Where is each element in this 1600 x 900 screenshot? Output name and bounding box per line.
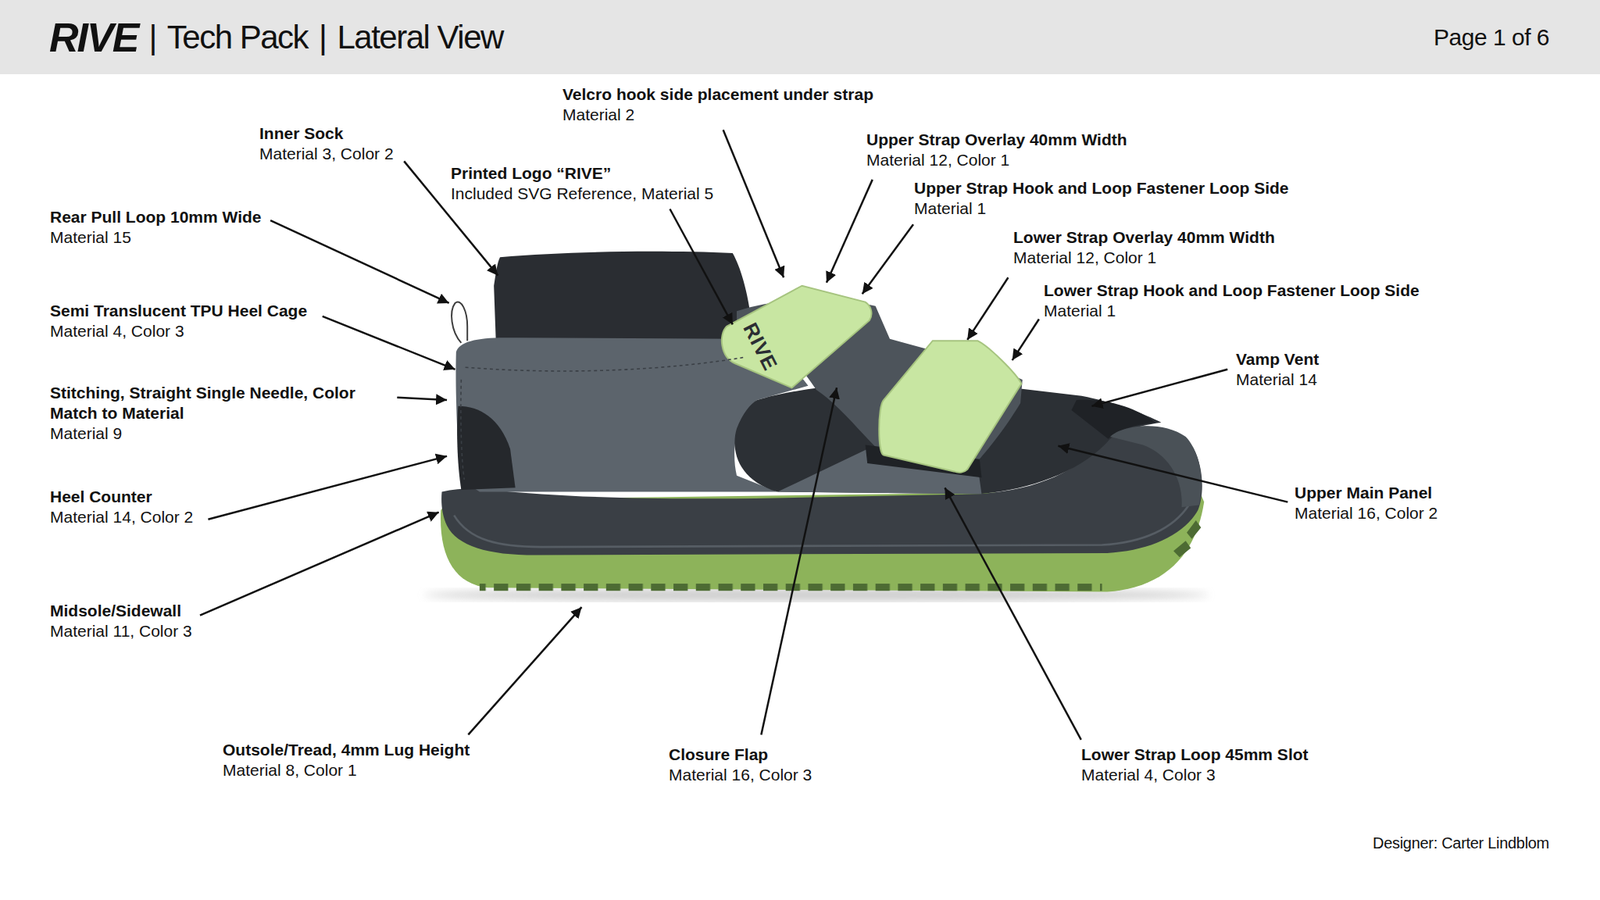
brand-title: RIVE [49, 14, 138, 61]
callout: Midsole/SidewallMaterial 11, Color 3 [50, 600, 193, 642]
part-name: Closure Flap [668, 744, 812, 765]
leader-line [1057, 446, 1288, 503]
heel-counter [457, 406, 515, 490]
inner-sock [493, 251, 750, 343]
part-name: Midsole/Sidewall [50, 600, 193, 622]
callout: Closure FlapMaterial 16, Color 3 [668, 744, 812, 786]
material-spec: Material 1 [914, 198, 1290, 219]
leader-line [207, 456, 447, 520]
leader-line [396, 397, 447, 400]
leader-line [826, 179, 873, 283]
material-spec: Material 14 [1235, 369, 1319, 390]
part-name: Outsole/Tread, 4mm Lug Height [222, 739, 470, 761]
callout: Lower Strap Hook and Loop Fastener Loop … [1043, 280, 1420, 322]
callout: Vamp VentMaterial 14 [1235, 349, 1319, 390]
upper-strap [721, 285, 872, 389]
leader-line [760, 387, 837, 735]
leader-line [944, 487, 1081, 740]
material-spec: Material 16, Color 3 [668, 764, 812, 786]
callout: Lower Strap Loop 45mm SlotMaterial 4, Co… [1081, 744, 1309, 786]
part-name: Lower Strap Overlay 40mm Width [1013, 227, 1275, 248]
separator: | [318, 18, 326, 57]
toe-bumper [1110, 425, 1202, 508]
leader-line [669, 208, 733, 325]
leader-line [862, 224, 914, 294]
material-spec: Material 4, Color 3 [50, 321, 308, 342]
midsole-edge [453, 505, 1189, 548]
doc-type: Tech Pack [167, 18, 308, 57]
material-spec: Material 3, Color 2 [259, 143, 394, 165]
material-spec: Material 12, Color 1 [866, 150, 1128, 171]
material-spec: Material 16, Color 2 [1294, 503, 1438, 524]
callout: Velcro hook side placement under strapMa… [562, 84, 874, 125]
view-name: Lateral View [336, 18, 503, 57]
stitching [460, 379, 465, 480]
part-name: Upper Strap Overlay 40mm Width [866, 129, 1128, 150]
page-number: Page 1 of 6 [1433, 0, 1550, 75]
pull-loop [451, 301, 468, 343]
material-spec: Material 12, Color 1 [1013, 247, 1275, 268]
callout: Lower Strap Overlay 40mm WidthMaterial 1… [1013, 227, 1275, 268]
part-name: Lower Strap Loop 45mm Slot [1081, 744, 1309, 765]
part-name: Rear Pull Loop 10mm Wide [50, 207, 262, 228]
part-name: Upper Strap Hook and Loop Fastener Loop … [914, 178, 1290, 199]
leader-line [270, 220, 450, 304]
part-name: Heel Counter [50, 486, 193, 508]
part-name: Inner Sock [259, 123, 394, 144]
leader-line [467, 607, 582, 735]
part-name: Printed Logo “RIVE” [450, 163, 714, 184]
callout: Outsole/Tread, 4mm Lug HeightMaterial 8,… [222, 739, 470, 781]
material-spec: Material 4, Color 3 [1081, 764, 1309, 786]
material-spec: Material 8, Color 1 [222, 760, 470, 781]
designer-credit: Designer: Carter Lindblom [1372, 834, 1550, 853]
material-spec: Material 11, Color 3 [50, 621, 193, 642]
part-name: Velcro hook side placement under strap [562, 84, 874, 105]
material-spec: Material 2 [562, 104, 874, 125]
part-name: Upper Main Panel [1294, 482, 1438, 504]
material-spec: Material 1 [1043, 300, 1420, 322]
leader-line [322, 316, 456, 370]
callout: Stitching, Straight Single Needle, Color… [50, 382, 394, 444]
lower-strap [878, 340, 1022, 473]
callout: Upper Strap Overlay 40mm WidthMaterial 1… [866, 129, 1128, 171]
callout: Heel CounterMaterial 14, Color 2 [50, 486, 193, 528]
part-name: Semi Translucent TPU Heel Cage [50, 300, 308, 322]
callout: Semi Translucent TPU Heel CageMaterial 4… [50, 300, 308, 342]
stitching [465, 357, 746, 372]
material-spec: Material 9 [50, 423, 394, 444]
part-name: Vamp Vent [1235, 349, 1319, 370]
leader-line [1092, 369, 1229, 407]
callout: Upper Main PanelMaterial 16, Color 2 [1294, 482, 1438, 524]
material-spec: Material 14, Color 2 [50, 507, 193, 528]
callout: Printed Logo “RIVE”Included SVG Referenc… [450, 163, 714, 204]
part-name: Stitching, Straight Single Needle, Color… [50, 382, 394, 424]
leader-line [723, 129, 784, 278]
callout: Rear Pull Loop 10mm WideMaterial 15 [50, 207, 262, 248]
callout: Inner SockMaterial 3, Color 2 [259, 123, 394, 165]
header-row: RIVE | Tech Pack | Lateral View [49, 0, 504, 75]
leader-line [1012, 318, 1040, 361]
part-name: Lower Strap Hook and Loop Fastener Loop … [1043, 280, 1420, 301]
material-spec: Included SVG Reference, Material 5 [450, 183, 714, 204]
material-spec: Material 15 [50, 227, 262, 248]
tread-lugs [479, 583, 1103, 591]
separator: | [148, 18, 156, 57]
leader-line [200, 512, 440, 616]
leader-line [967, 277, 1008, 340]
callout: Upper Strap Hook and Loop Fastener Loop … [914, 178, 1290, 219]
